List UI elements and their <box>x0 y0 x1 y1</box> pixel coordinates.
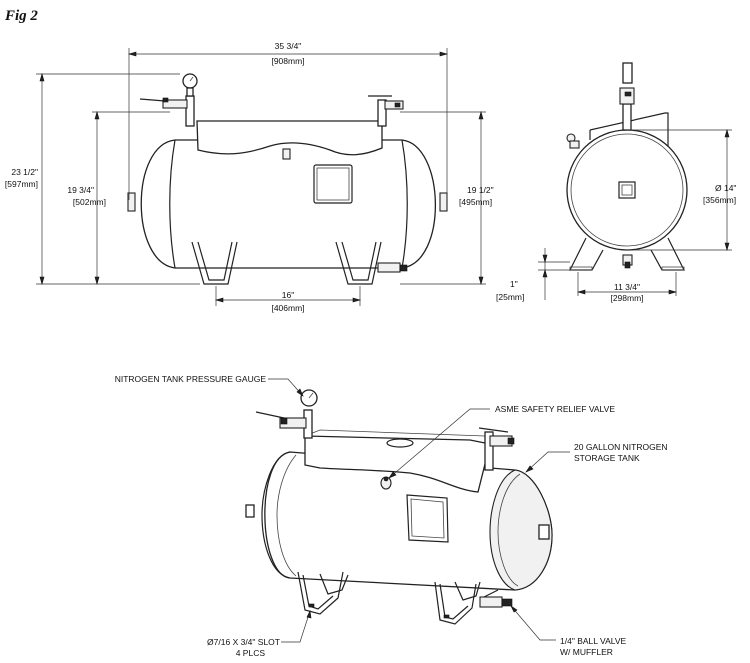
iso-right-endcap <box>489 469 553 591</box>
front-left-seam <box>169 139 176 269</box>
front-left-leg <box>191 241 238 285</box>
front-left-bung <box>127 192 136 212</box>
side-tank-shell <box>566 129 688 251</box>
iso-leg-back-right <box>454 581 481 601</box>
iso-left-bung <box>245 504 255 518</box>
iso-right-valve-assembly <box>478 427 515 471</box>
front-nameplate <box>313 164 353 204</box>
side-view <box>538 62 732 300</box>
front-saddle-plate <box>196 120 383 156</box>
dim-right-height: 19 1/2" <box>467 185 494 195</box>
dim-leg-spacing: 16" <box>282 290 294 300</box>
dim-overall-length: 35 3/4" <box>275 41 302 51</box>
iso-leg-front-left <box>297 571 344 615</box>
front-drain-valve <box>377 262 408 273</box>
dim-foot-spacing: 11 3/4" <box>614 282 640 292</box>
iso-left-endcap <box>261 451 291 579</box>
iso-leg-front-right <box>434 581 477 625</box>
front-gauge-assembly <box>139 73 198 127</box>
callout-ball-valve-line1: 1/4" BALL VALVE <box>560 636 627 646</box>
iso-gauge-assembly <box>255 389 318 439</box>
dim-overall-height: 23 1/2" <box>11 167 38 177</box>
dim-diameter: Ø 14" <box>715 183 736 193</box>
dim-foot-height-metric: [25mm] <box>496 292 524 302</box>
side-center-bung <box>618 181 636 199</box>
iso-ball-valve <box>479 589 513 608</box>
dim-left-height: 19 3/4" <box>67 185 94 195</box>
callout-slot-line2: 4 PLCS <box>236 648 266 658</box>
dim-foot-spacing-metric: [298mm] <box>610 293 643 303</box>
front-relief-valve <box>282 148 291 160</box>
iso-right-bung <box>538 524 550 540</box>
iso-relief-valve <box>380 476 392 490</box>
dim-diameter-metric: [356mm] <box>703 195 736 205</box>
callout-ball-valve-line2: W/ MUFFLER <box>560 647 613 657</box>
dim-overall-height-metric: [597mm] <box>5 179 38 189</box>
front-right-bung <box>439 192 448 212</box>
front-dimensions <box>36 48 486 306</box>
isometric-view <box>245 378 570 643</box>
iso-saddle-plate <box>304 435 491 493</box>
side-dimensions <box>538 128 732 300</box>
figure-title: Fig 2 <box>5 8 38 24</box>
callout-tank-line2: STORAGE TANK <box>574 453 640 463</box>
dim-right-height-metric: [495mm] <box>459 197 492 207</box>
front-right-seam <box>401 139 408 269</box>
callout-gauge: NITROGEN TANK PRESSURE GAUGE <box>115 374 267 384</box>
callout-relief-valve: ASME SAFETY RELIEF VALVE <box>495 404 615 414</box>
iso-nameplate <box>406 494 449 543</box>
callout-tank-line1: 20 GALLON NITROGEN <box>574 442 668 452</box>
callout-leaders <box>268 378 570 643</box>
dim-leg-spacing-metric: [406mm] <box>271 303 304 313</box>
front-right-valve-assembly <box>368 95 404 127</box>
iso-leg-back-left <box>319 573 349 595</box>
callout-slot-line1: Ø7/16 X 3/4" SLOT <box>207 637 280 647</box>
dim-overall-length-metric: [908mm] <box>271 56 304 66</box>
dim-foot-height: 1" <box>510 279 518 289</box>
dim-left-height-metric: [502mm] <box>73 197 106 207</box>
front-view <box>36 48 486 306</box>
side-top-valve-stack <box>619 62 635 131</box>
front-right-leg <box>335 241 382 285</box>
